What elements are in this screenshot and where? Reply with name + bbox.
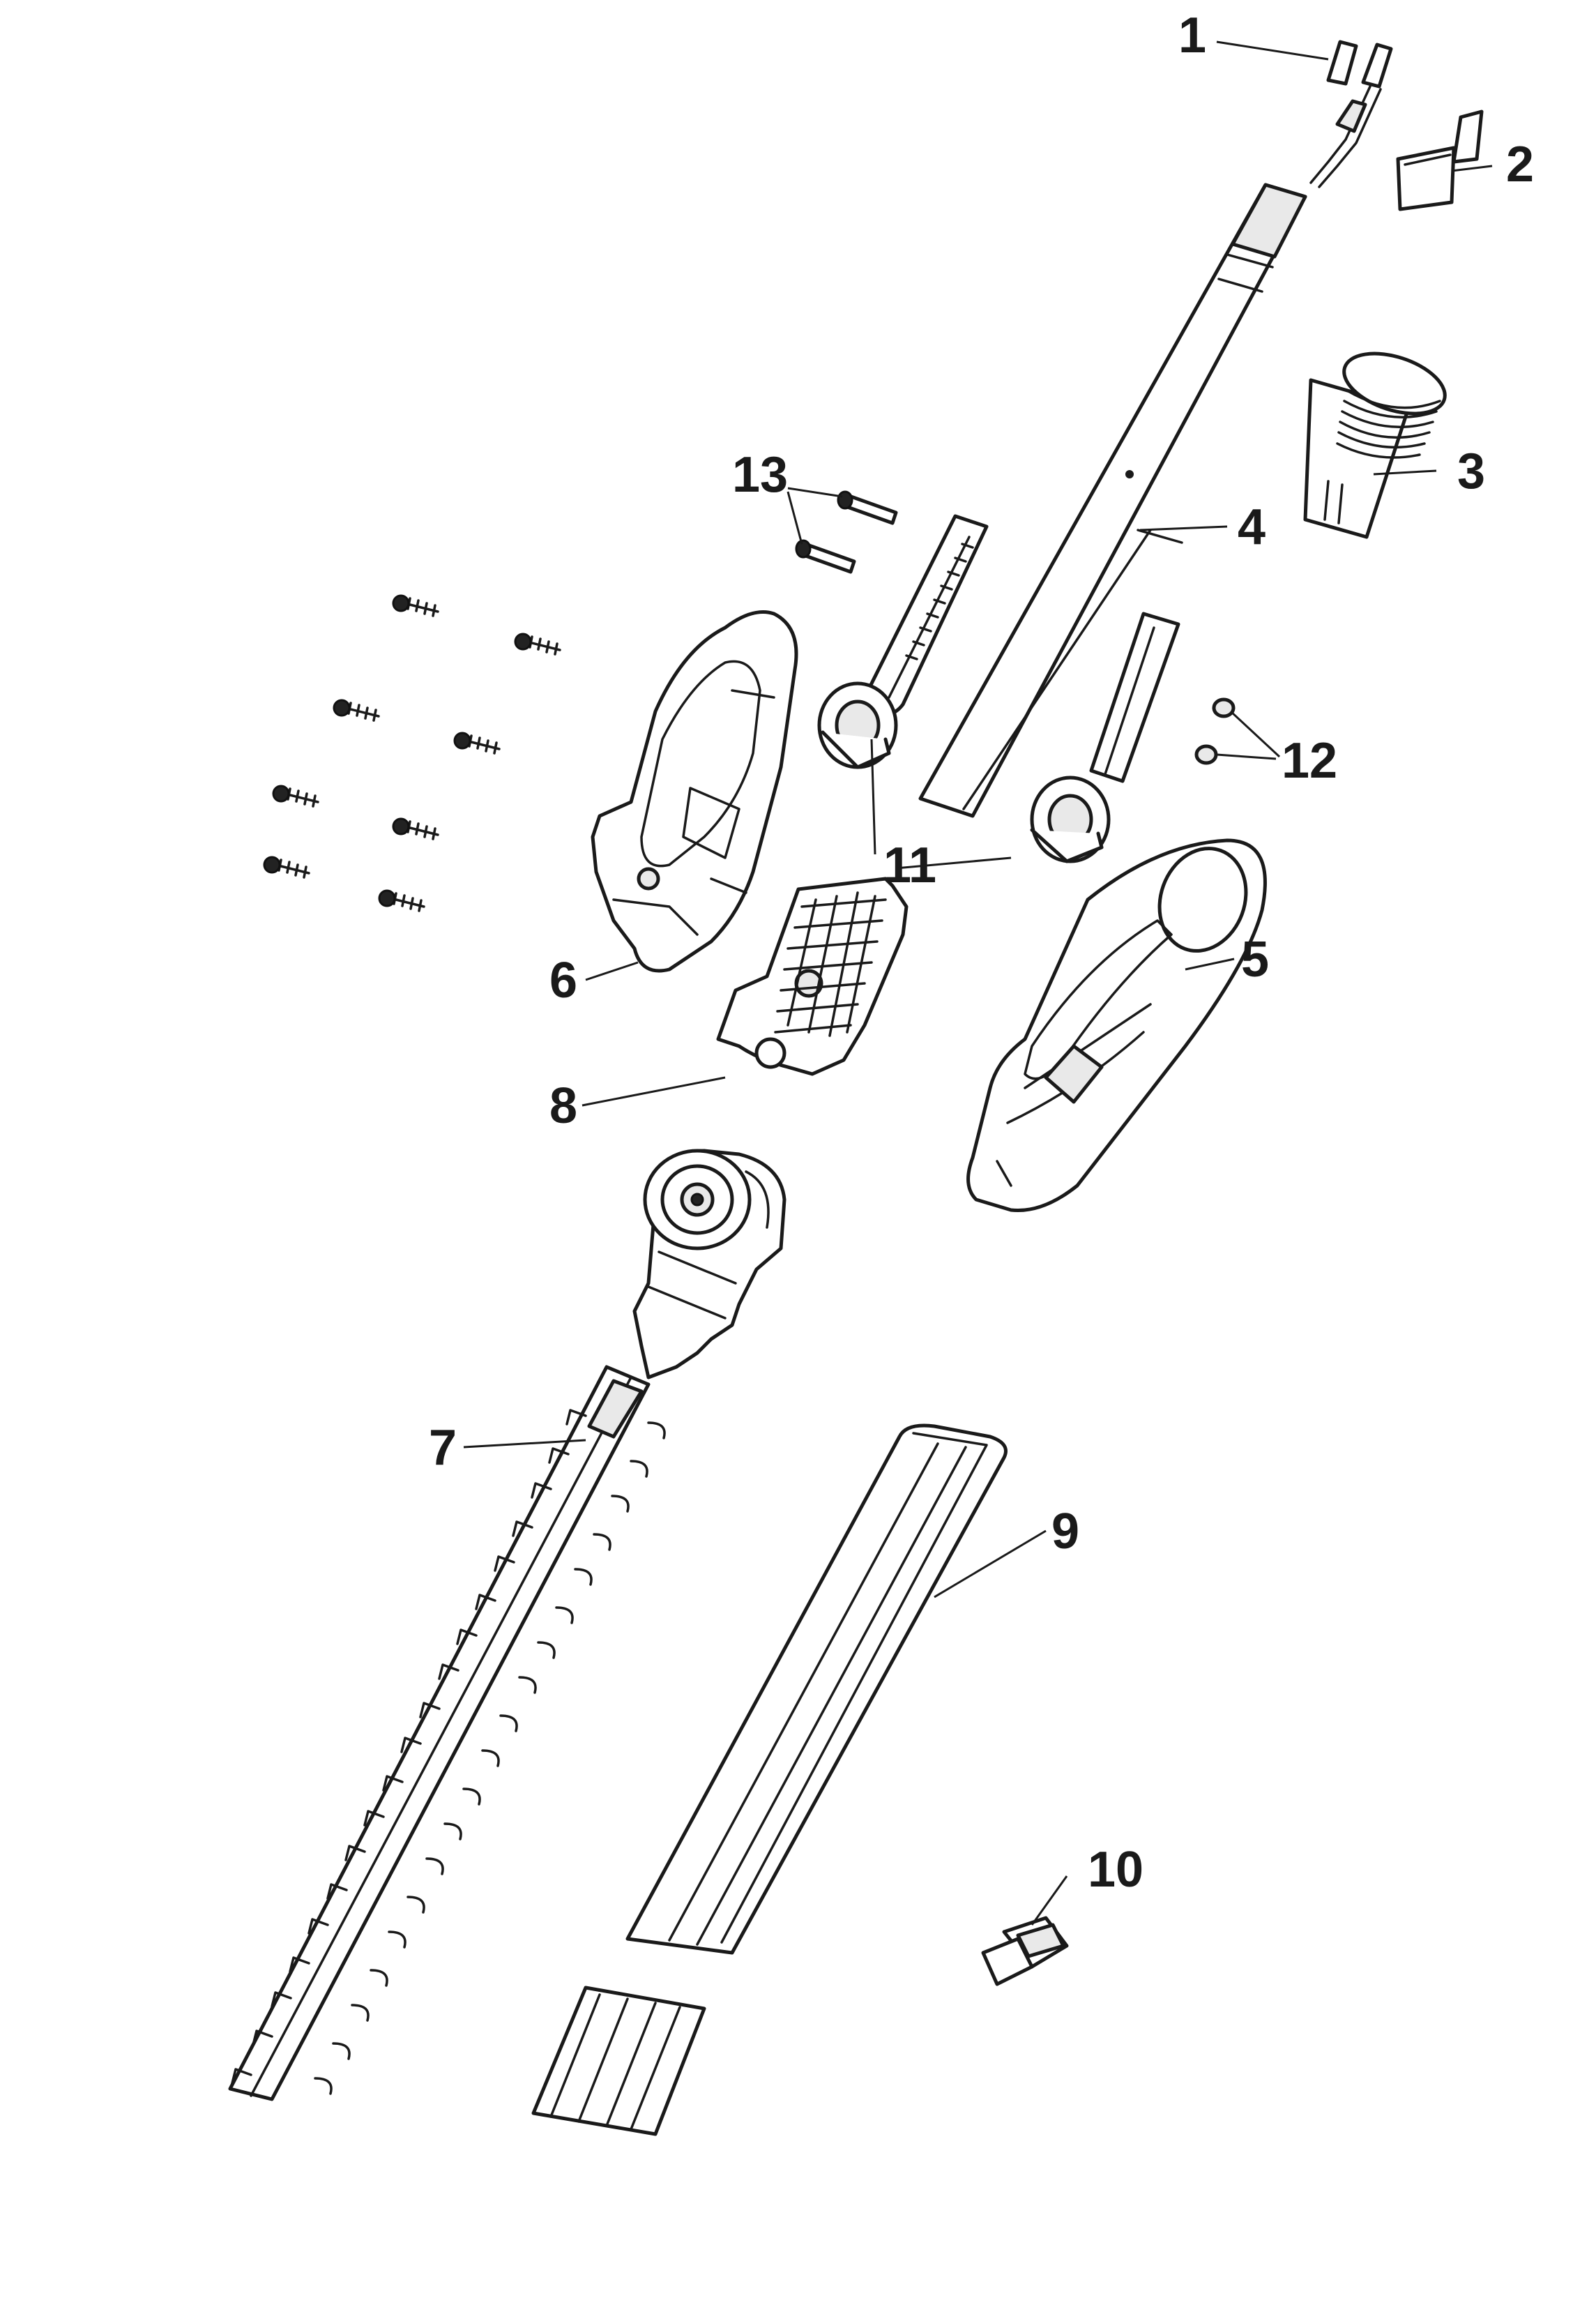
leader-lines	[463, 40, 1493, 1926]
label-8: 8	[549, 1078, 577, 1134]
label-6: 6	[549, 953, 577, 1008]
part-8-grip-plate	[716, 877, 909, 1076]
part-1-wire-connector	[1309, 40, 1393, 188]
label-5: 5	[1241, 932, 1269, 988]
label-1: 1	[1178, 8, 1206, 63]
callout-numbers: 1 2 3 4 5 6 7 8 9 10 11 12 13	[429, 8, 1534, 1898]
part-7-blade-assembly	[228, 1149, 786, 2101]
part-4-shaft-tube	[918, 183, 1307, 818]
part-12-nuts	[1194, 697, 1236, 765]
label-9: 9	[1051, 1504, 1079, 1559]
part-6-handle-housing-left	[591, 610, 798, 973]
label-12: 12	[1282, 733, 1337, 789]
label-11: 11	[883, 838, 936, 893]
label-2: 2	[1506, 137, 1534, 192]
part-11-shaft-clamp-b	[1030, 612, 1180, 863]
loose-screws	[263, 594, 561, 912]
part-13-long-screws	[795, 490, 898, 574]
label-13: 13	[732, 447, 788, 503]
part-2-plug	[1396, 109, 1484, 211]
part-5-handle-housing-right	[966, 838, 1267, 1213]
label-4: 4	[1238, 499, 1266, 555]
part-9-blade-cover	[531, 1423, 1008, 2136]
label-7: 7	[429, 1420, 457, 1476]
part-10-clip	[981, 1916, 1069, 1986]
label-3: 3	[1457, 444, 1485, 499]
blade-teeth	[231, 1409, 666, 2095]
part-3-sleeve	[1303, 351, 1447, 539]
label-10: 10	[1088, 1842, 1143, 1898]
